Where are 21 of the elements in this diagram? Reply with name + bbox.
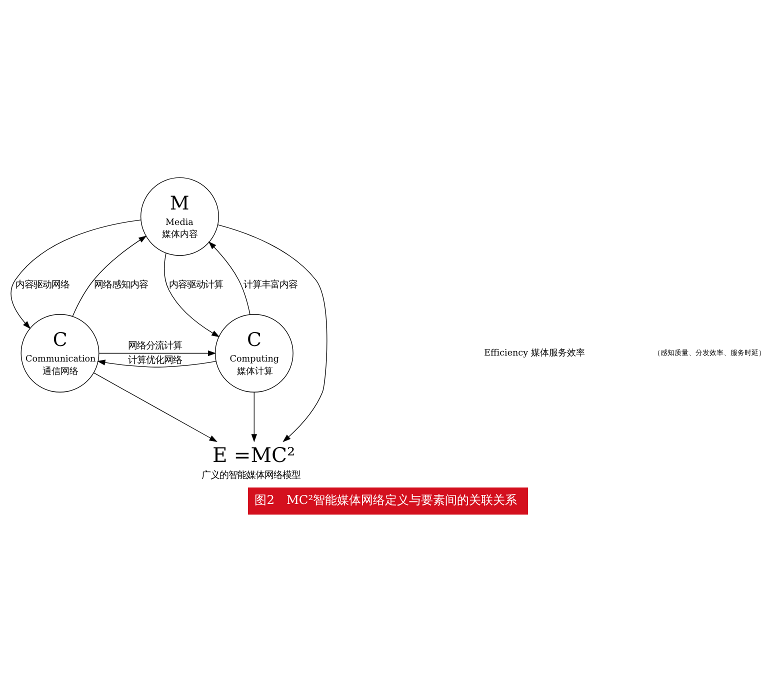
caption: 图2 MC²智能媒体网络定义与要素间的关联关系 bbox=[254, 492, 518, 507]
edge-label: 内容驱动网络 bbox=[15, 278, 70, 290]
arrow bbox=[208, 240, 250, 314]
arrow bbox=[72, 235, 147, 316]
edge-label: 内容驱动计算 bbox=[168, 278, 223, 290]
arrow bbox=[98, 350, 216, 356]
arrow bbox=[10, 219, 142, 328]
node-circle: C Computing 媒体计算 bbox=[214, 314, 294, 392]
arrow bbox=[251, 391, 257, 442]
label: Efficiency 媒体服务效率 bbox=[484, 348, 585, 358]
node-circle: C Communication 通信网络 bbox=[20, 314, 100, 392]
edge-label: 计算丰富内容 bbox=[243, 278, 298, 290]
arrow bbox=[218, 224, 328, 442]
arrow bbox=[164, 252, 220, 337]
edge-label: 计算优化网络 bbox=[128, 354, 182, 366]
arrow bbox=[97, 359, 216, 367]
node-text: E =MC² 广义的智能媒体网络模型 bbox=[201, 442, 300, 481]
edge-label: 网络感知内容 bbox=[94, 278, 148, 290]
edge-label: 网络分流计算 bbox=[128, 340, 182, 352]
node-circle: M Media 媒体内容 bbox=[140, 176, 219, 256]
arrow bbox=[93, 372, 218, 442]
